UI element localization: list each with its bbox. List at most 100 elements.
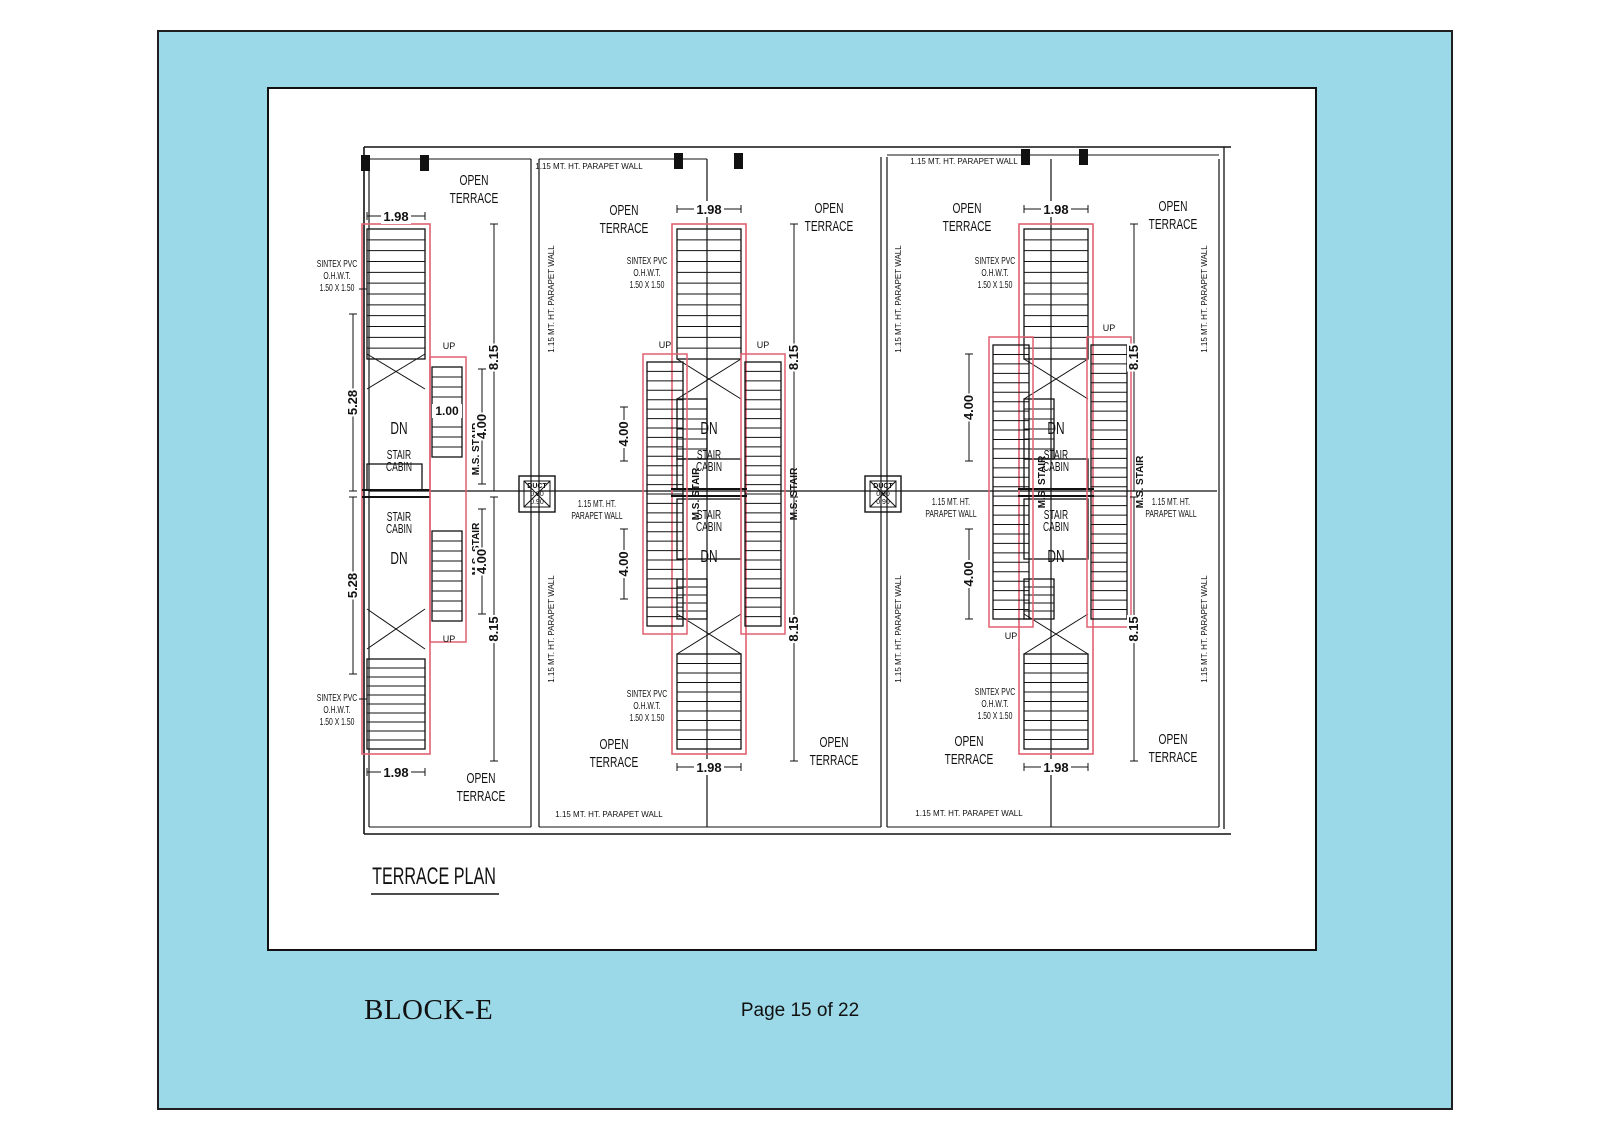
dimension-mask bbox=[1127, 343, 1141, 372]
dimension-label: 8.15 bbox=[1126, 345, 1141, 370]
stair-cabin-label: CABIN bbox=[696, 520, 722, 534]
dimension-mask bbox=[962, 393, 976, 422]
parapet-wall-label: 1.15 MT. HT. PARAPET WALL bbox=[894, 245, 903, 353]
open-terrace-label: TERRACE bbox=[943, 217, 992, 235]
stair-landing-cross bbox=[1023, 358, 1089, 400]
stair-landing-cross bbox=[366, 608, 426, 650]
stair-cabin-label: STAIR bbox=[697, 448, 722, 462]
dimension-label: 4.00 bbox=[961, 561, 976, 586]
stair-cabin-label: CABIN bbox=[386, 522, 412, 536]
duct-box bbox=[518, 475, 556, 513]
stair-cabin-label: CABIN bbox=[386, 460, 412, 474]
dimension-label: 5.28 bbox=[345, 573, 360, 598]
ms-stair-outline bbox=[740, 353, 786, 635]
open-terrace-label: TERRACE bbox=[450, 189, 499, 207]
tank-label: SINTEX PVC bbox=[975, 255, 1015, 267]
up-label: UP bbox=[443, 634, 456, 644]
parapet-wall-label: 1.15 MT. HT. bbox=[932, 496, 970, 508]
open-terrace-label: TERRACE bbox=[457, 787, 506, 805]
parapet-wall-label: 1.15 MT. HT. PARAPET WALL bbox=[547, 575, 556, 683]
open-terrace-label: TERRACE bbox=[805, 217, 854, 235]
tank-label: 1.50 X 1.50 bbox=[978, 279, 1013, 291]
ms-stair-label: M.S. STAIR bbox=[1037, 455, 1048, 508]
parapet-wall-label: 1.15 MT. HT. PARAPET WALL bbox=[910, 157, 1018, 166]
wall-post bbox=[1079, 149, 1088, 165]
dimension-label: 8.15 bbox=[486, 345, 501, 370]
ms-stair-label: M.S. STAIR bbox=[471, 422, 482, 475]
dimension-mask bbox=[487, 615, 501, 643]
up-label: UP bbox=[1005, 631, 1018, 641]
dimension-mask bbox=[1041, 201, 1071, 217]
stair-cabin-label: STAIR bbox=[1044, 448, 1069, 462]
tank-label: O.H.W.T. bbox=[633, 700, 660, 712]
wall-post bbox=[734, 153, 743, 169]
dimension-label: 1.98 bbox=[1043, 202, 1068, 217]
open-terrace-label: OPEN bbox=[953, 199, 982, 217]
parapet-wall-label: PARAPET WALL bbox=[925, 508, 976, 520]
dimension-label: 4.00 bbox=[474, 549, 489, 574]
stair-cabin-label: STAIR bbox=[697, 508, 722, 522]
up-label: UP bbox=[757, 340, 770, 350]
open-terrace-label: TERRACE bbox=[810, 751, 859, 769]
stair-landing-cross bbox=[676, 613, 742, 655]
stair-landing-cross bbox=[1023, 613, 1089, 655]
terrace-plan-drawing: DUCT0.900.90DUCT0.900.90STAIRCABINDNSTAI… bbox=[317, 146, 1231, 895]
dn-label: DN bbox=[700, 419, 717, 439]
parapet-wall-label: 1.15 MT. HT. bbox=[1152, 496, 1190, 508]
dimension-mask bbox=[346, 388, 360, 417]
wall-post bbox=[1021, 149, 1030, 165]
duct-label: 0.90 bbox=[876, 499, 890, 506]
stair-cabin-label: STAIR bbox=[1044, 508, 1069, 522]
dimension-label: 4.00 bbox=[616, 421, 631, 446]
dimension-mask bbox=[346, 571, 360, 600]
ms-stair-outline bbox=[642, 353, 688, 635]
dimension-label: 1.00 bbox=[435, 404, 459, 418]
tank-label: O.H.W.T. bbox=[323, 270, 350, 282]
stair-landing-cross bbox=[366, 353, 426, 390]
open-terrace-label: TERRACE bbox=[1149, 215, 1198, 233]
open-terrace-label: OPEN bbox=[815, 199, 844, 217]
parapet-wall-label: 1.15 MT. HT. PARAPET WALL bbox=[547, 245, 556, 353]
dimension-mask bbox=[694, 201, 724, 217]
dimension-mask bbox=[487, 343, 501, 372]
tank-label: 1.50 X 1.50 bbox=[320, 716, 355, 728]
stair-cabin-label: CABIN bbox=[1043, 520, 1069, 534]
ms-stair-label: M.S. STAIR bbox=[1135, 455, 1146, 508]
parapet-wall-label: 1.15 MT. HT. PARAPET WALL bbox=[894, 575, 903, 683]
open-terrace-label: OPEN bbox=[460, 171, 489, 189]
stair-cabin-box bbox=[1023, 498, 1089, 560]
dimension-mask bbox=[1041, 759, 1071, 775]
up-label: UP bbox=[659, 340, 672, 350]
stair-flight bbox=[1023, 578, 1055, 620]
parapet-wall-label: 1.15 MT. HT. bbox=[578, 498, 616, 510]
tank-label: SINTEX PVC bbox=[975, 686, 1015, 698]
parapet-wall-label: 1.15 MT. HT. PARAPET WALL bbox=[535, 162, 643, 171]
ms-stair-label: M.S. STAIR bbox=[789, 467, 800, 520]
dimension-mask bbox=[475, 547, 489, 576]
tank-label: O.H.W.T. bbox=[981, 698, 1008, 710]
parapet-wall-label: 1.15 MT. HT. PARAPET WALL bbox=[915, 809, 1023, 818]
open-terrace-label: OPEN bbox=[467, 769, 496, 787]
dimension-mask bbox=[694, 759, 724, 775]
dn-label: DN bbox=[700, 547, 717, 567]
tank-label: SINTEX PVC bbox=[317, 258, 357, 270]
open-terrace-label: OPEN bbox=[610, 201, 639, 219]
duct-label: 0.90 bbox=[530, 491, 544, 498]
ms-stair-outline bbox=[1086, 336, 1132, 628]
dimension-mask bbox=[962, 560, 976, 588]
wall-post bbox=[361, 155, 370, 171]
stair-landing-cross bbox=[869, 480, 897, 508]
duct-label: 0.90 bbox=[876, 491, 890, 498]
tank-label: SINTEX PVC bbox=[317, 692, 357, 704]
wall-post bbox=[420, 155, 429, 171]
duct-label: DUCT bbox=[873, 483, 893, 490]
dimension-mask bbox=[787, 615, 801, 643]
dimension-mask bbox=[1127, 615, 1141, 643]
stair-cabin-label: CABIN bbox=[1043, 460, 1069, 474]
ms-stair-outline bbox=[988, 336, 1034, 628]
parapet-wall-label: 1.15 MT. HT. PARAPET WALL bbox=[1200, 575, 1209, 683]
dimension-mask bbox=[787, 343, 801, 372]
ms-stair-outline bbox=[429, 356, 467, 643]
